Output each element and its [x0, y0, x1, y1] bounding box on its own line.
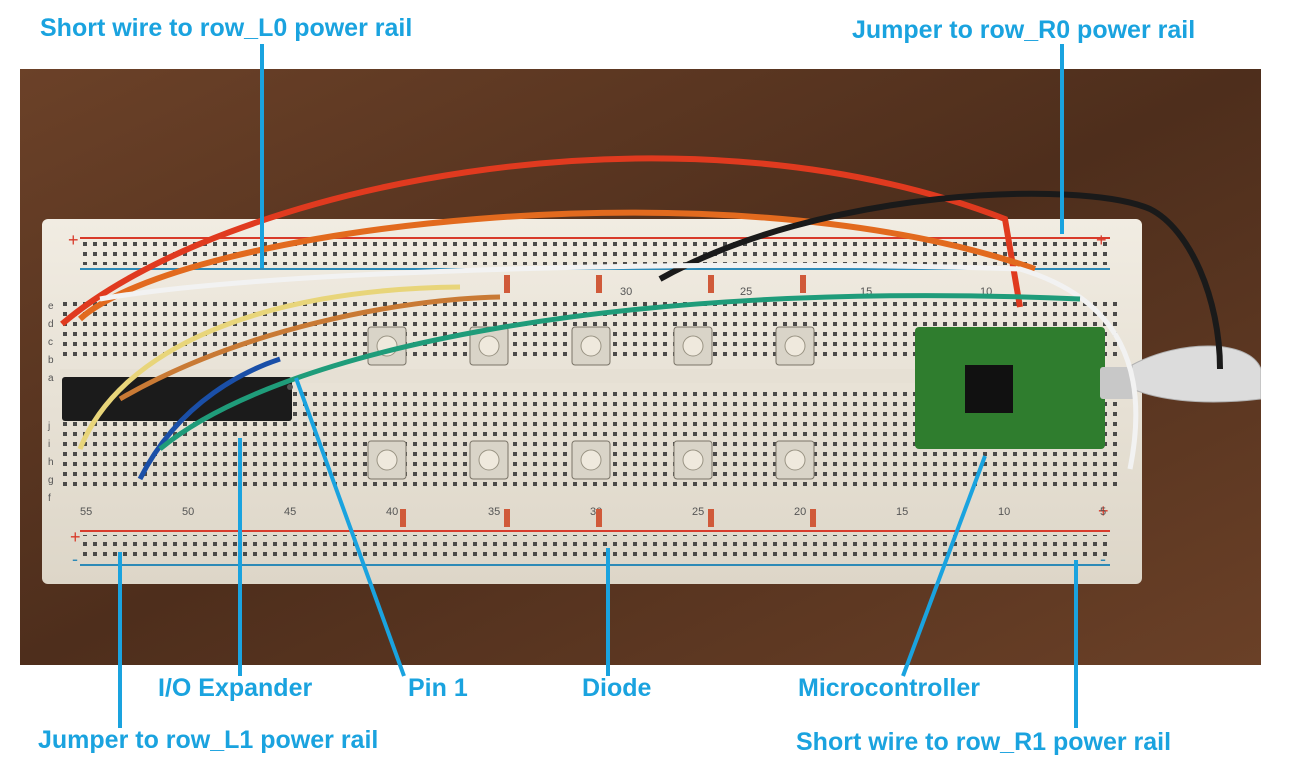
- diode: [400, 509, 406, 527]
- orange-wire: [77, 209, 1036, 322]
- diode: [708, 509, 714, 527]
- push-button-cap: [580, 335, 602, 357]
- diode: [596, 509, 602, 527]
- rail-plus-top-right: +: [1096, 230, 1107, 250]
- diode: [596, 275, 602, 293]
- breadboard-photo-svg: + + + + - - 555045403530252015105 302515…: [20, 69, 1261, 665]
- column-number: 15: [896, 506, 908, 518]
- diode: [810, 509, 816, 527]
- breadboard-photo: + + + + - - 555045403530252015105 302515…: [20, 69, 1261, 665]
- column-number: 50: [182, 506, 194, 518]
- label-diode: Diode: [582, 674, 652, 702]
- white-wire: [99, 262, 1139, 470]
- push-button-cap: [784, 335, 806, 357]
- diode: [504, 275, 510, 293]
- usb-connector: [1100, 367, 1136, 399]
- row-letter: j: [47, 421, 50, 432]
- rail-plus-bottom-right: +: [1098, 501, 1109, 521]
- push-button-cap: [682, 335, 704, 357]
- row-letter: e: [48, 301, 54, 312]
- rail-plus-bottom-left: +: [70, 527, 81, 547]
- red-wire: [60, 155, 1023, 327]
- top-column-number: 25: [740, 286, 752, 298]
- column-number: 35: [488, 506, 500, 518]
- label-jumper-l1: Jumper to row_L1 power rail: [38, 726, 379, 754]
- rail-minus-bottom-right: -: [1100, 549, 1106, 569]
- top-column-number: 30: [620, 286, 632, 298]
- diode: [800, 275, 806, 293]
- row-letter: i: [48, 439, 50, 450]
- column-number: 5: [1100, 506, 1106, 518]
- label-short-wire-r1: Short wire to row_R1 power rail: [796, 728, 1172, 756]
- microcontroller-chip: [965, 365, 1013, 413]
- column-number: 10: [998, 506, 1010, 518]
- diode: [708, 275, 714, 293]
- row-letter: b: [48, 355, 54, 366]
- row-letter: f: [48, 493, 51, 504]
- label-pin1: Pin 1: [408, 674, 468, 702]
- black-wire: [658, 190, 1223, 370]
- pin1-dot: [287, 384, 293, 390]
- green-wire: [158, 293, 1081, 451]
- yellow-wire: [77, 284, 461, 450]
- label-io-expander: I/O Expander: [158, 674, 313, 702]
- push-button-cap: [580, 449, 602, 471]
- rail-plus-top-left: +: [68, 230, 79, 250]
- column-number: 55: [80, 506, 92, 518]
- bottom-rail-holes: [80, 535, 1110, 559]
- blue-wire: [137, 356, 281, 481]
- column-number: 20: [794, 506, 806, 518]
- row-letter: g: [48, 475, 54, 486]
- label-short-wire-l0: Short wire to row_L0 power rail: [40, 14, 413, 42]
- label-microcontroller: Microcontroller: [798, 674, 980, 702]
- push-button-cap: [478, 335, 500, 357]
- row-letter: c: [48, 337, 53, 348]
- push-button-cap: [478, 449, 500, 471]
- label-jumper-r0: Jumper to row_R0 power rail: [852, 16, 1196, 44]
- column-number: 25: [692, 506, 704, 518]
- push-button-cap: [682, 449, 704, 471]
- column-number: 45: [284, 506, 296, 518]
- diode: [504, 509, 510, 527]
- row-letter: h: [48, 457, 54, 468]
- rail-minus-bottom-left: -: [72, 549, 78, 569]
- row-letter: d: [48, 319, 54, 330]
- column-number: 40: [386, 506, 398, 518]
- usb-cable: [1131, 345, 1261, 403]
- row-letter: a: [48, 373, 54, 384]
- push-button-cap: [784, 449, 806, 471]
- push-button-cap: [376, 449, 398, 471]
- brown-wire: [118, 294, 501, 402]
